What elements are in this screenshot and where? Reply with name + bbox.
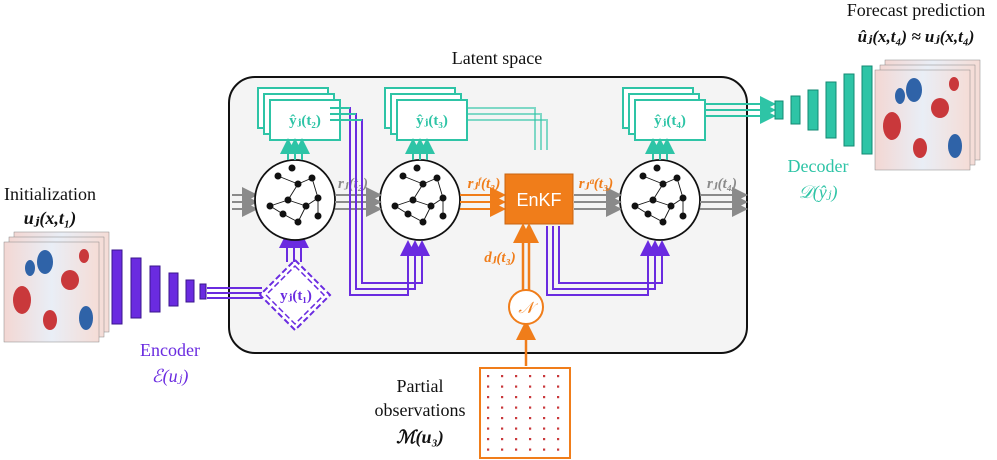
observation-point [487, 448, 490, 451]
observation-point [487, 385, 490, 388]
observation-point [529, 448, 532, 451]
observation-point [543, 375, 546, 378]
observation-point [487, 406, 490, 409]
observation-point [515, 417, 518, 420]
observation-point [557, 427, 560, 430]
feedback-y-t2-to-network-2 [330, 107, 430, 296]
initialization-equation: uⱼ(x,t₁) [24, 208, 76, 229]
observation-point [529, 375, 532, 378]
observation-point [529, 438, 532, 441]
observation-point [543, 427, 546, 430]
reservoir-network-1 [254, 159, 336, 241]
initialization-title: Initialization [4, 184, 96, 204]
encoder-to-latent-arrows [207, 287, 262, 299]
observation-point [501, 396, 504, 399]
forecast-equation: ûⱼ(x,t₄) ≈ uⱼ(x,t₄) [858, 27, 975, 46]
observation-to-enkf-arrows [513, 223, 539, 366]
decoder-title: Decoder [788, 156, 849, 176]
observation-point [501, 448, 504, 451]
output-to-decoder-arrows [705, 96, 776, 124]
y-t3-label: ŷⱼ(t₃) [416, 113, 448, 129]
reservoir-network-3 [619, 159, 701, 241]
y-t2-label: ŷⱼ(t₂) [289, 113, 321, 129]
observation-point [515, 448, 518, 451]
observation-point [543, 448, 546, 451]
observation-point [501, 406, 504, 409]
observation-point [543, 438, 546, 441]
observation-point [515, 385, 518, 388]
partial-observations-grid [479, 367, 571, 459]
y-t2-box [257, 87, 341, 141]
reservoir-input-lines [232, 187, 258, 217]
r-t2-label: rⱼ(t₂) [338, 176, 368, 192]
encoder-title: Encoder [140, 340, 200, 360]
observation-point [529, 427, 532, 430]
partial-observations-title-2: observations [375, 400, 466, 420]
observation-point [529, 396, 532, 399]
r-t4-label: rⱼ(t₄) [707, 176, 737, 192]
y-t1-diamond [258, 258, 332, 332]
observation-point [529, 385, 532, 388]
d-t3-label: dⱼ(t₃) [484, 250, 516, 266]
observation-point [487, 375, 490, 378]
y-t4-label: ŷⱼ(t₄) [654, 113, 686, 129]
initialization-field-pattern [13, 249, 93, 330]
noise-label: 𝒩 [518, 300, 538, 317]
observation-point [487, 417, 490, 420]
observation-point [501, 427, 504, 430]
enkf-label: EnKF [516, 190, 561, 210]
decoder-equation: 𝒟(ŷⱼ) [798, 182, 837, 203]
observation-point [515, 406, 518, 409]
y-t4-box [622, 87, 706, 141]
observation-point [557, 385, 560, 388]
observation-point [487, 438, 490, 441]
enkf-box: EnKF [504, 173, 574, 225]
reservoir-output-lines [700, 187, 748, 217]
partial-observations-equation: ℳ(u₃) [396, 427, 444, 448]
r-a-t3-label: rⱼᵃ(t₃) [579, 176, 613, 192]
partial-observations-title-1: Partial [397, 376, 444, 396]
observation-point [501, 417, 504, 420]
observation-point [557, 448, 560, 451]
forecast-title: Forecast prediction [847, 0, 985, 20]
observation-point [557, 438, 560, 441]
observation-point [515, 427, 518, 430]
observation-point [487, 427, 490, 430]
network-to-output-arrows [280, 138, 675, 160]
observation-point [543, 385, 546, 388]
noise-node: 𝒩 [508, 289, 544, 325]
observation-point [557, 417, 560, 420]
observation-point [557, 375, 560, 378]
encoder-network [111, 249, 207, 325]
analysis-lines-to-network-3 [574, 187, 622, 217]
latent-space-label: Latent space [452, 48, 542, 68]
observation-point [501, 385, 504, 388]
observation-point [515, 396, 518, 399]
r-f-t3-label: rⱼᶠ(t₃) [468, 176, 501, 192]
observation-point [557, 396, 560, 399]
observation-point [543, 417, 546, 420]
forecast-field-pattern [883, 77, 962, 158]
feedback-y-t3-to-network-3 [467, 107, 670, 296]
observation-point [557, 406, 560, 409]
forecast-lines-to-enkf [460, 187, 506, 217]
observation-point [501, 438, 504, 441]
observation-point [543, 396, 546, 399]
observation-point [529, 406, 532, 409]
encoder-equation: ℰ(uⱼ) [152, 366, 189, 387]
y-t3-box [384, 87, 468, 141]
decoder-network [774, 65, 873, 155]
observation-point [529, 417, 532, 420]
observation-point [515, 438, 518, 441]
observation-point [515, 375, 518, 378]
observation-point [543, 406, 546, 409]
initialization-field-stack [3, 231, 110, 343]
forecast-field-stack [874, 59, 981, 171]
observation-point [501, 375, 504, 378]
observation-point [487, 396, 490, 399]
reservoir-network-2 [379, 159, 461, 241]
y-t1-label: yⱼ(t₁) [280, 288, 312, 304]
